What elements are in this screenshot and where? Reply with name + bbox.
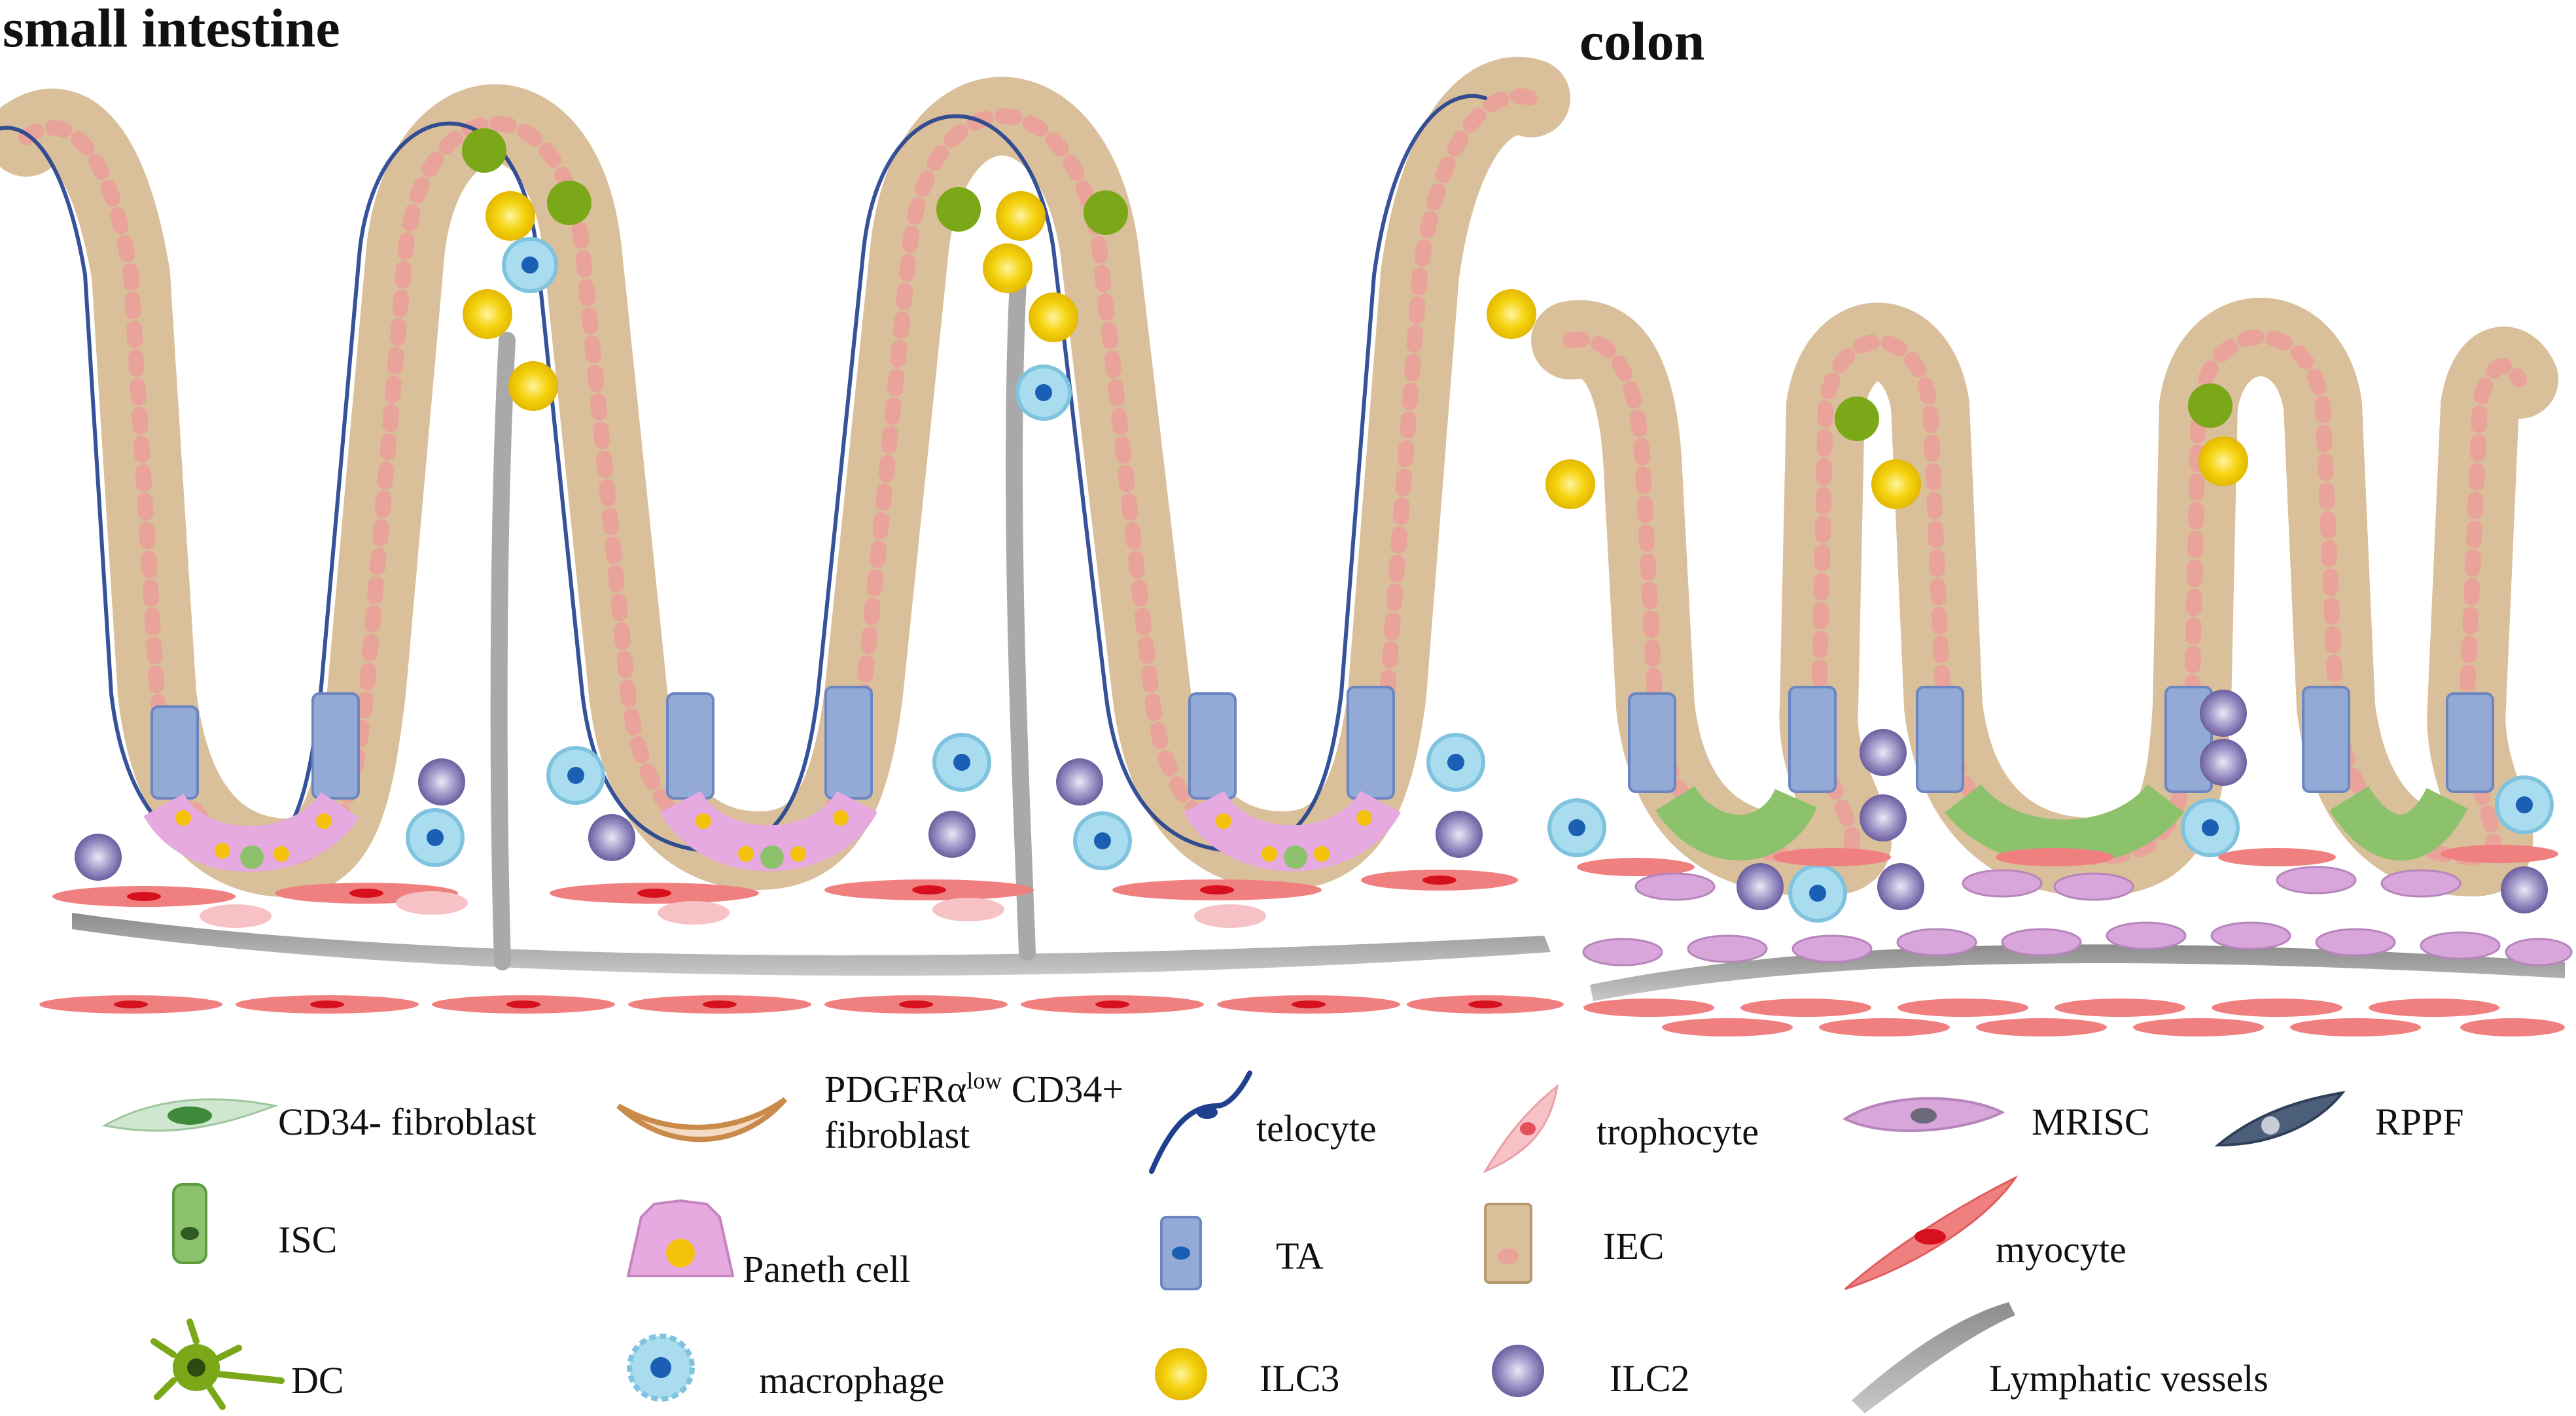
colon-title: colon	[1579, 11, 1705, 72]
colon-panel	[1531, 298, 2573, 1036]
dc-icon	[150, 1319, 285, 1410]
si-lamina-propria-cells	[75, 128, 1536, 881]
si-trophocytes	[200, 891, 1266, 928]
legend-label-myocyte: myocyte	[1996, 1228, 2126, 1271]
telocyte-icon	[1149, 1071, 1252, 1174]
si-crypt-base	[143, 789, 1401, 872]
ta-icon	[1160, 1216, 1202, 1290]
small-intestine-title: small intestine	[3, 0, 340, 59]
small-intestine-panel	[0, 56, 1570, 1014]
ilc2-icon	[1492, 1345, 1544, 1397]
legend-label-macrophage: macrophage	[759, 1359, 945, 1402]
trophocyte-icon	[1483, 1084, 1559, 1174]
legend-label-rppf: RPPF	[2375, 1101, 2464, 1143]
legend-label-telocyte: telocyte	[1256, 1107, 1377, 1150]
paneth-icon	[626, 1199, 735, 1277]
legend-label-cd34-fibroblast: CD34- fibroblast	[278, 1101, 537, 1143]
legend-label-ta: TA	[1276, 1235, 1324, 1277]
si-epithelium	[0, 56, 1570, 897]
legend-label-trophocyte: trophocyte	[1597, 1110, 1759, 1153]
macrophage-icon	[627, 1334, 695, 1402]
colon-muscle-layer	[1577, 845, 2565, 1036]
legend-label-ilc3: ILC3	[1260, 1357, 1340, 1400]
iec-icon	[1484, 1203, 1532, 1284]
lymphatic-vessel-icon	[1852, 1302, 2015, 1413]
legend-label-paneth: Paneth cell	[743, 1248, 911, 1290]
legend-label-iec: IEC	[1603, 1225, 1665, 1267]
cd34-fibroblast-icon	[101, 1098, 279, 1132]
legend-label-mrisc: MRISC	[2032, 1101, 2150, 1143]
colon-lamina-propria-cells	[1545, 383, 2554, 923]
pdgfra-fibroblast-icon	[616, 1097, 788, 1142]
pdgfra-label-line2: fibroblast	[824, 1113, 970, 1156]
pdgfra-label-pre: PDGFRα	[824, 1068, 967, 1110]
rppf-icon	[2214, 1091, 2346, 1147]
legend-label-ilc2: ILC2	[1610, 1357, 1690, 1400]
si-ta-cells	[150, 686, 1395, 800]
myocyte-icon	[1844, 1175, 2019, 1290]
colon-ta-cells	[1628, 686, 2494, 793]
colon-mrisc-layer	[1582, 866, 2573, 966]
si-lymphatic-vessels	[72, 273, 1551, 976]
legend-label-isc: ISC	[278, 1218, 338, 1261]
pdgfra-label-sup: low	[966, 1067, 1002, 1094]
legend-label-dc: DC	[291, 1359, 344, 1402]
legend-label-lymphatic: Lymphatic vessels	[1989, 1357, 2268, 1400]
mrisc-icon	[1843, 1097, 2005, 1133]
colon-isc-base	[1655, 783, 2468, 866]
ilc3-icon	[1155, 1348, 1207, 1400]
colon-epithelium	[1531, 298, 2558, 897]
legend-icons	[101, 1071, 2346, 1413]
isc-icon	[172, 1183, 207, 1264]
si-muscle-nuclei	[114, 876, 1502, 1008]
legend-label-pdgfra-fibroblast: PDGFRαlow CD34+ fibroblast	[824, 1067, 1123, 1158]
pdgfra-label-post: CD34+	[1002, 1068, 1124, 1110]
